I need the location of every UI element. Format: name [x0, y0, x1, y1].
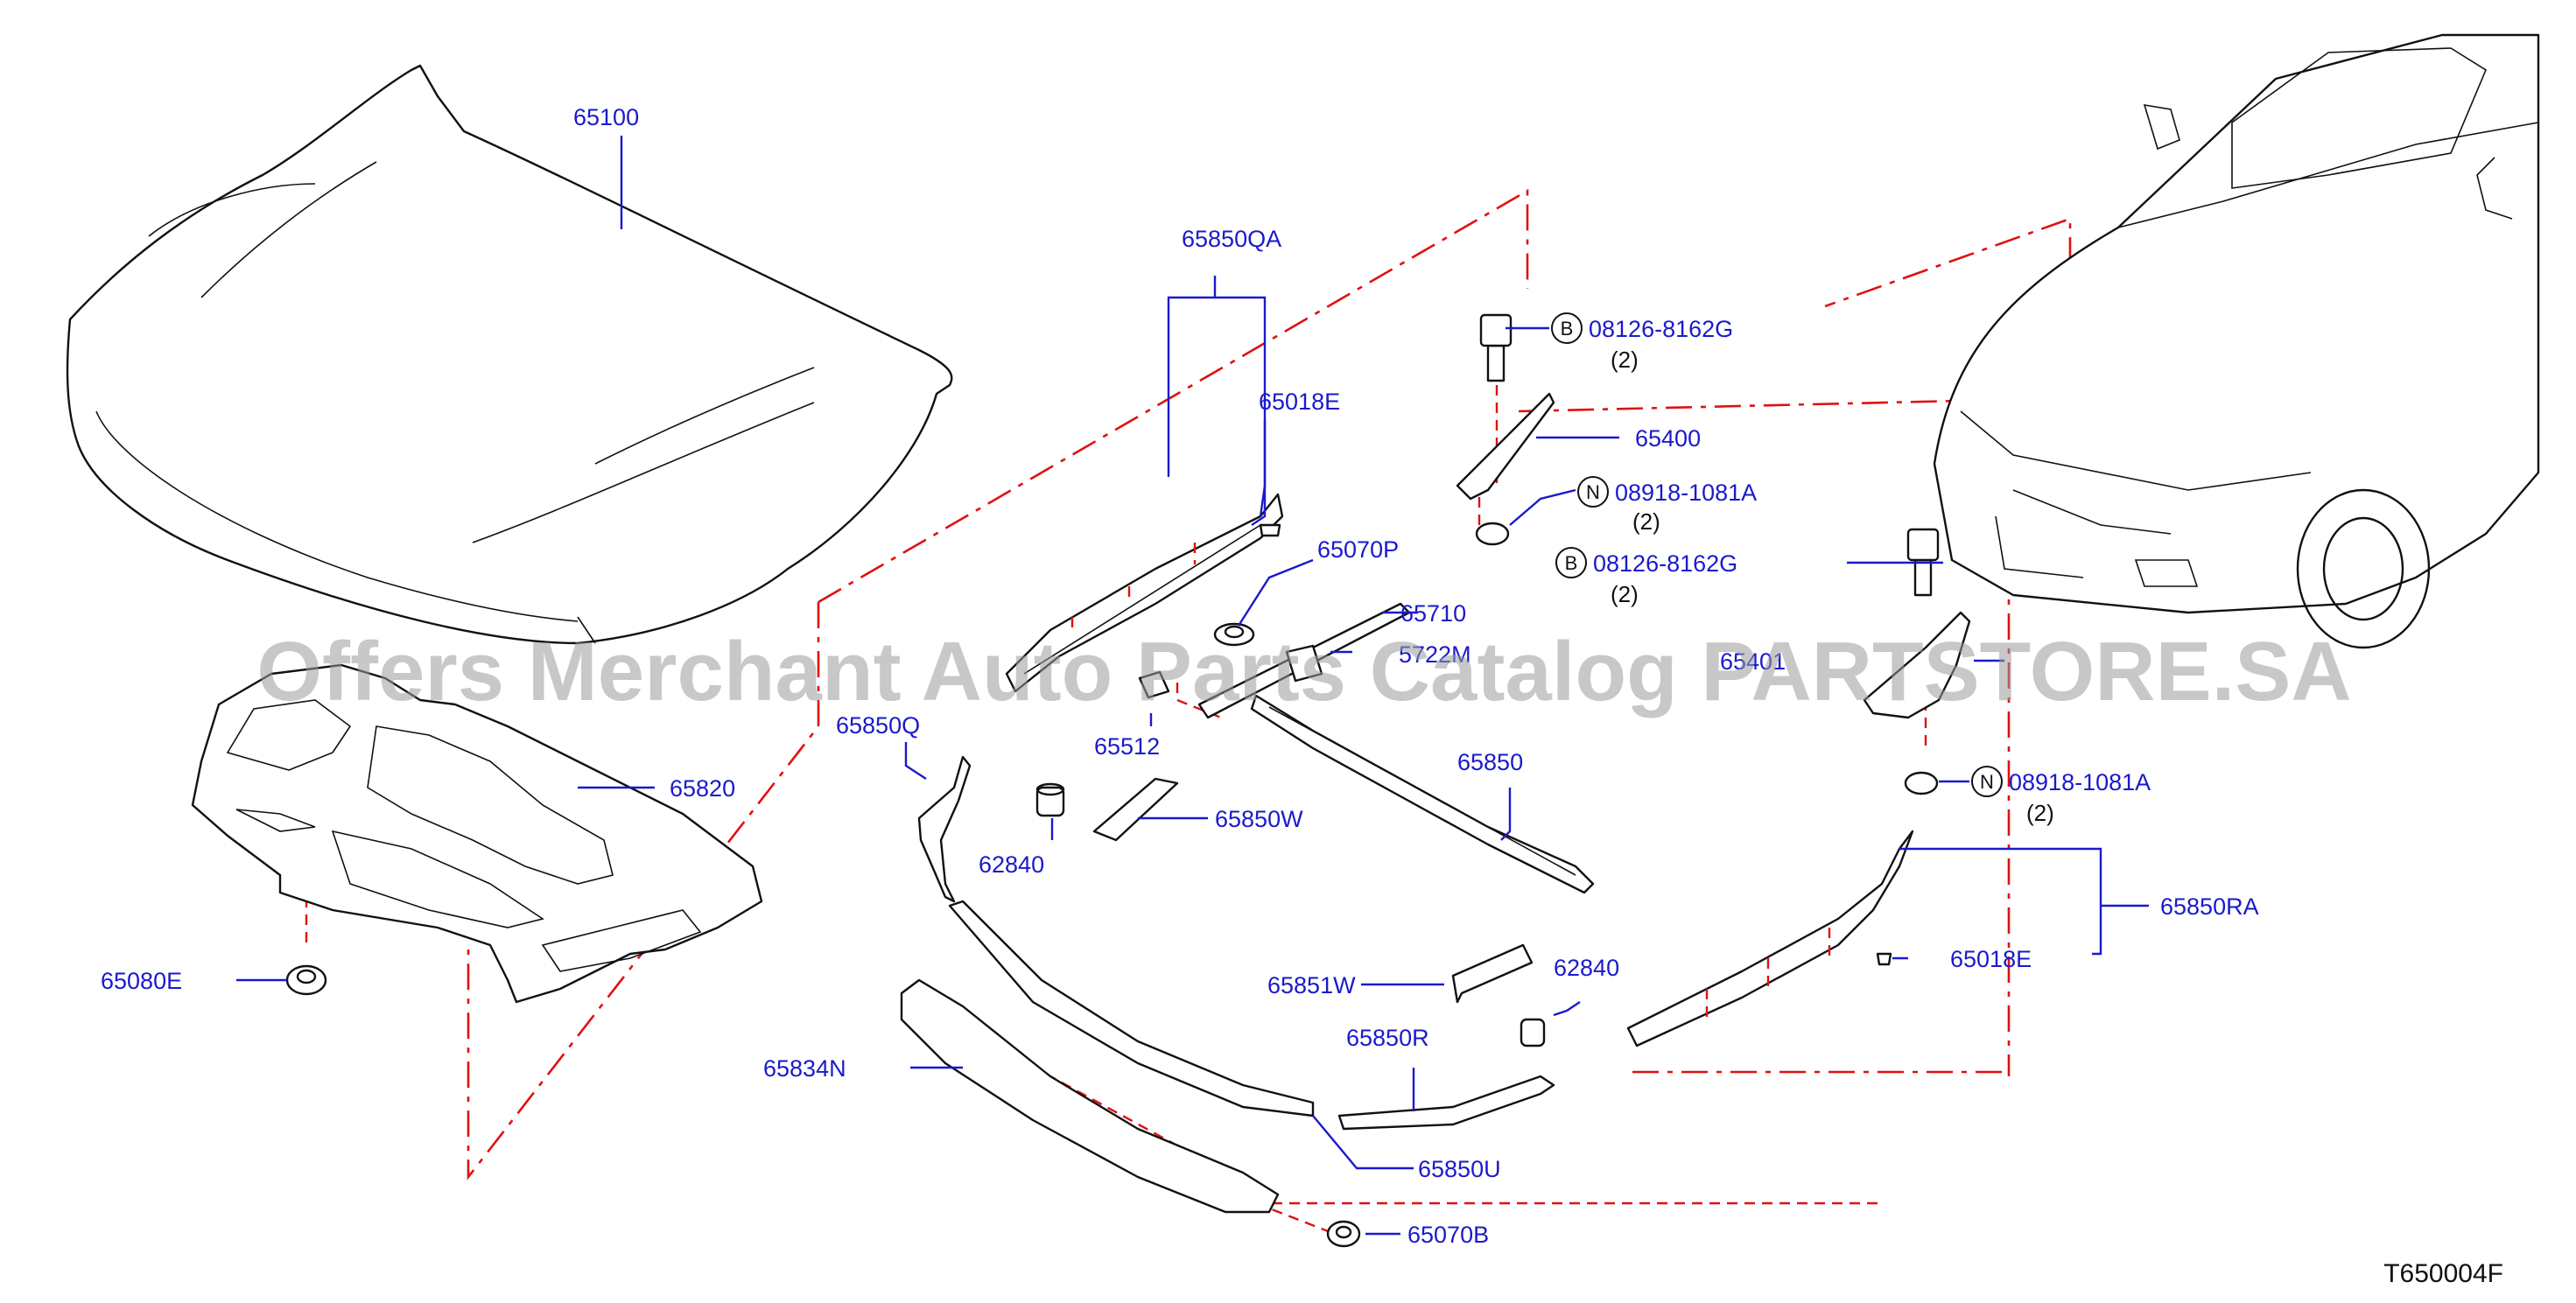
label-65512: 65512 [1094, 733, 1160, 760]
label-62840-left: 62840 [979, 851, 1044, 878]
clip-65512 [1138, 670, 1170, 699]
label-65018E-left: 65018E [1259, 389, 1340, 415]
seal-65850 [1250, 694, 1595, 894]
seal-65850R [1337, 1075, 1555, 1131]
label-65820: 65820 [670, 775, 735, 802]
label-65070B: 65070B [1407, 1222, 1489, 1248]
seal-65850QA [1005, 493, 1284, 693]
label-65710: 65710 [1400, 600, 1466, 627]
nut-1-qty: (2) [1632, 508, 1660, 535]
label-65400: 65400 [1635, 425, 1701, 452]
seal-65850W [1092, 777, 1179, 842]
bolt-1-symbol-text: B [1561, 318, 1574, 340]
bolt-1-qty: (2) [1611, 347, 1639, 373]
label-65850RA: 65850RA [2160, 893, 2259, 920]
seal-65850U [948, 900, 1315, 1117]
seal-65850RA [1626, 830, 1914, 1047]
label-65850R: 65850R [1346, 1025, 1429, 1051]
bolt-2-symbol-text: B [1565, 552, 1578, 574]
nut-symbol-1 [1577, 476, 1609, 508]
label-65850W: 65850W [1215, 806, 1303, 832]
clip-65018E-left [1259, 523, 1281, 537]
nut-2-qty: (2) [2026, 800, 2054, 826]
nut-1-label: 08918-1081A [1615, 480, 1757, 506]
leader-lines [236, 136, 2149, 1236]
label-65850Q: 65850Q [836, 712, 920, 739]
bumper-stop-62840-left [1035, 782, 1065, 817]
watermark: Offers Merchant Auto Parts Catalog PARTS… [256, 625, 2351, 718]
label-65401: 65401 [1720, 648, 1786, 675]
diagram-code: T650004F [2383, 1259, 2503, 1288]
bolt-symbol-1 [1551, 312, 1583, 344]
label-65070P: 65070P [1317, 536, 1399, 563]
clip-65080E [285, 964, 327, 996]
fastener-symbols: B N B N [1551, 312, 2003, 797]
grommet-65070P [1213, 622, 1255, 647]
label-65851W: 65851W [1267, 972, 1356, 998]
nut-symbol-2 [1971, 766, 2003, 797]
bumper-stop-62840-right [1520, 1018, 1546, 1047]
bolt-1-label: 08126-8162G [1589, 316, 1733, 342]
insulator-65820 [191, 663, 763, 1004]
label-62840-right: 62840 [1554, 955, 1619, 981]
seal-65850Q [917, 755, 972, 903]
label-65850: 65850 [1457, 749, 1523, 775]
label-65080E: 65080E [101, 968, 182, 994]
hood-65100 [66, 64, 953, 645]
grommet-65070B [1326, 1220, 1361, 1248]
nut-2-symbol-text: N [1980, 771, 1994, 793]
label-65018E-right: 65018E [1950, 946, 2032, 972]
fastener-labels: 08126-8162G (2) 08918-1081A (2) 08126-81… [1589, 316, 2151, 826]
bolt-symbol-2 [1555, 547, 1587, 578]
label-65850U: 65850U [1418, 1156, 1501, 1182]
label-65100: 65100 [573, 104, 639, 130]
label-65834N: 65834N [763, 1055, 846, 1082]
deflector-65834N [900, 978, 1280, 1214]
hinge-65400 [1456, 313, 1555, 546]
nut-2-label: 08918-1081A [2009, 769, 2151, 795]
label-5722M: 5722M [1399, 641, 1471, 668]
label-65850QA: 65850QA [1182, 226, 1281, 252]
bracket-65710 [1197, 602, 1411, 719]
bolt-2-label: 08126-8162G [1593, 550, 1737, 577]
nut-1-symbol-text: N [1586, 481, 1600, 503]
seal-65851W [1451, 943, 1534, 1004]
bolt-2-qty: (2) [1611, 581, 1639, 607]
hinge-65401 [1863, 528, 1971, 795]
vehicle-outline [1933, 33, 2540, 649]
part-labels: 65100 65820 65080E 65850QA 65018E 65070P… [101, 104, 2259, 1248]
